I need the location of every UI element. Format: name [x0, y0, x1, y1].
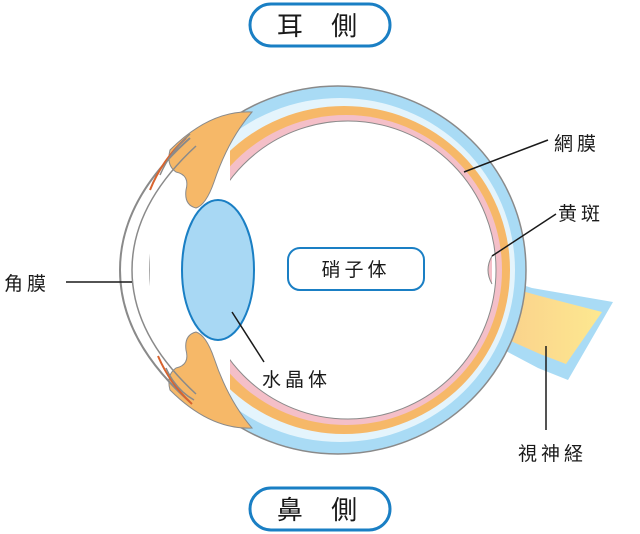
cornea-label: 角膜 [4, 273, 50, 295]
nasal-side-label: 鼻 側 [248, 486, 392, 532]
lower-eyelash-2 [165, 367, 195, 401]
retina-leader [463, 139, 549, 173]
lens [181, 199, 255, 341]
lower-eyelash-1 [157, 355, 193, 405]
macula-leader [491, 213, 557, 257]
ciliary-body-upper [168, 111, 254, 209]
macula [487, 255, 493, 285]
upper-eyelash-2 [159, 133, 191, 176]
vitreous-label: 硝子体 [287, 247, 425, 291]
optic-nerve-label: 視神経 [518, 443, 587, 465]
cornea-inner [131, 145, 197, 395]
temporal-side-text: 耳 側 [277, 12, 367, 42]
lens-label: 水晶体 [262, 369, 331, 391]
retina-label: 網膜 [554, 133, 600, 155]
vitreous-text: 硝子体 [321, 259, 390, 281]
nasal-side-text: 鼻 側 [277, 496, 367, 526]
macula-label: 黄斑 [558, 203, 604, 225]
temporal-side-label: 耳 側 [248, 2, 392, 48]
lens-leader [231, 311, 265, 363]
cornea [118, 137, 191, 403]
ciliary-body-lower [168, 331, 254, 429]
